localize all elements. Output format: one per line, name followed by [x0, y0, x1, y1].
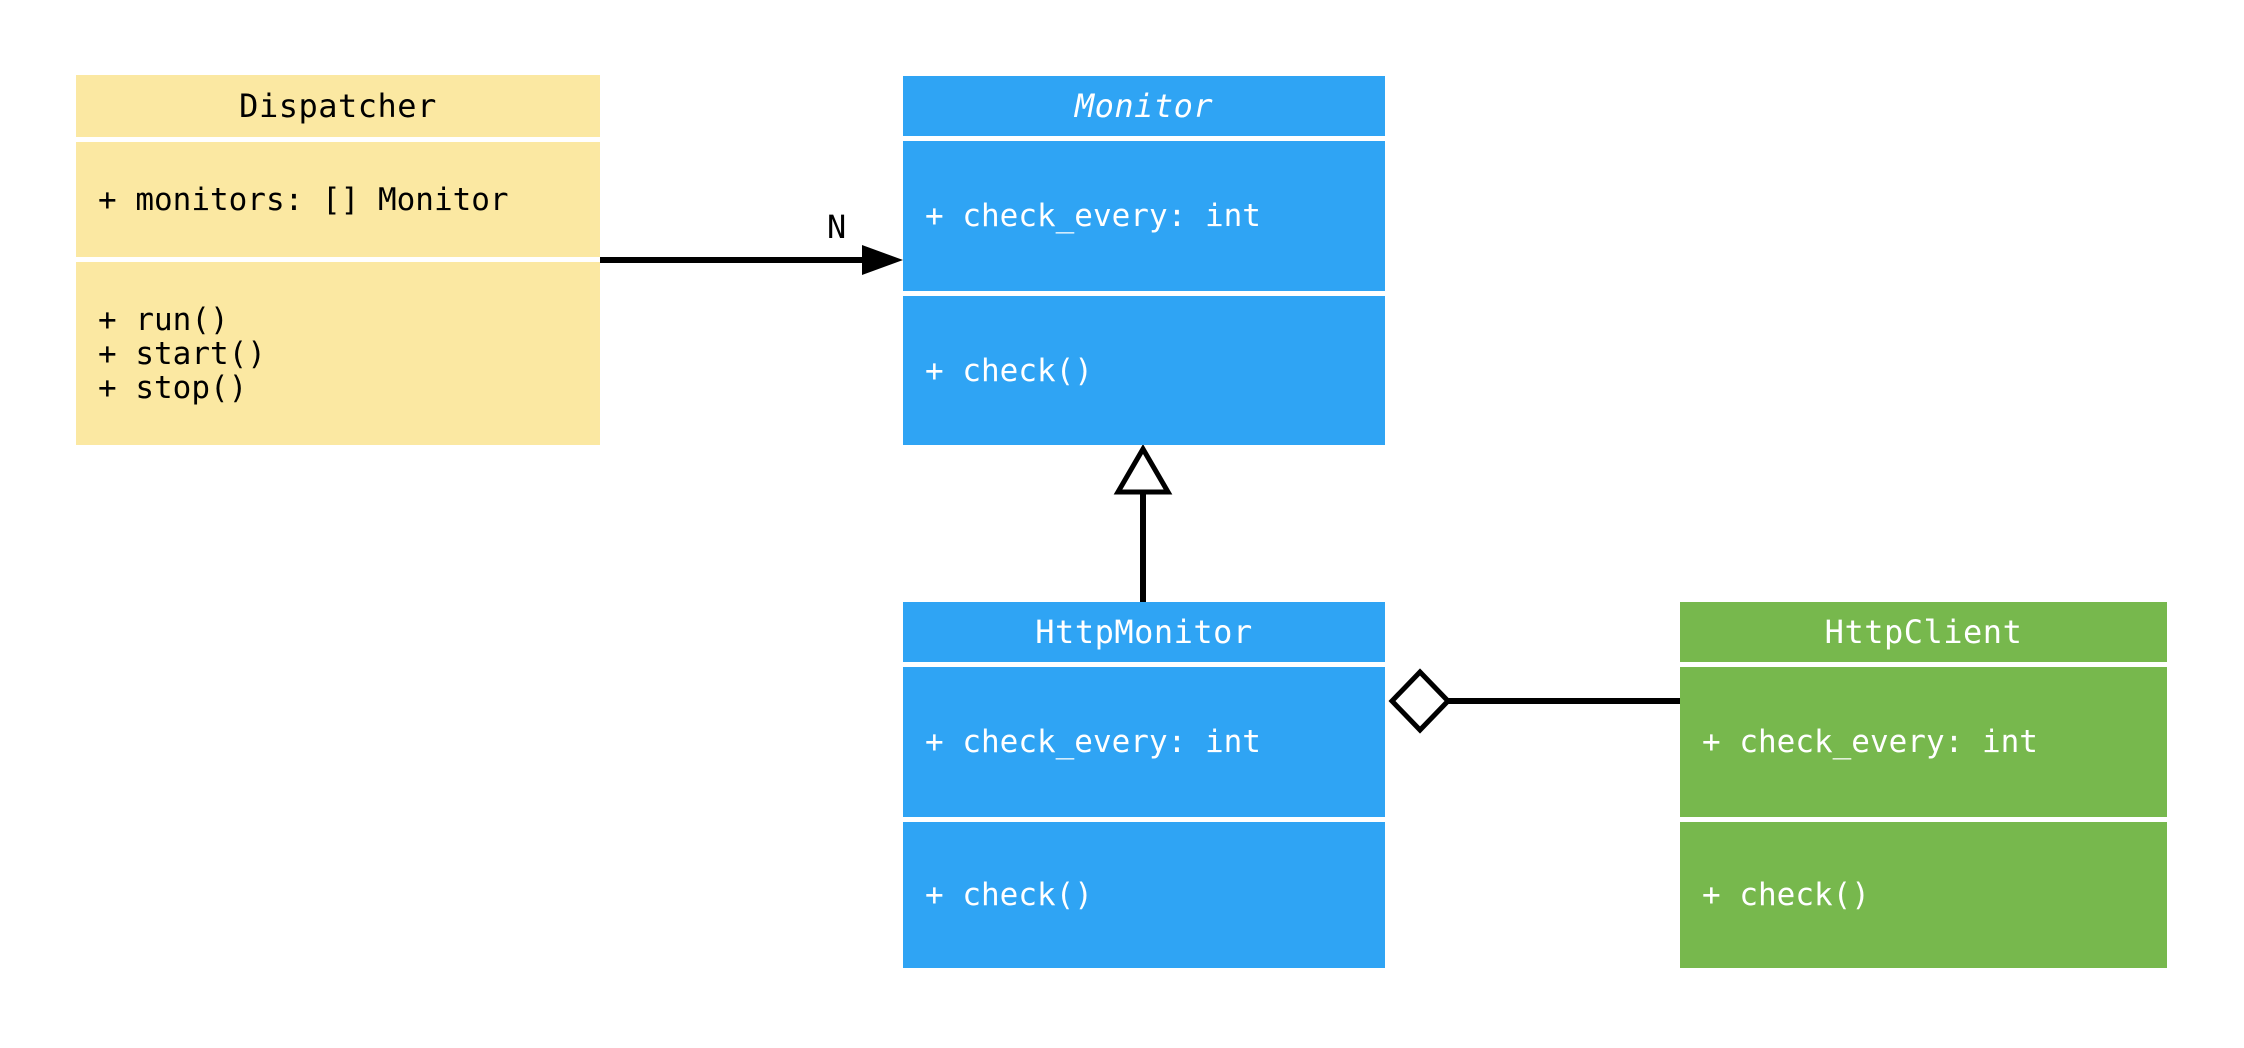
methods-compartment: + run() + start() + stop() [76, 262, 600, 445]
methods-compartment: + check() [1680, 822, 2167, 968]
association-arrow [600, 245, 903, 275]
methods-compartment: + check() [903, 822, 1385, 968]
attributes-compartment: + monitors: [] Monitor [76, 142, 600, 257]
methods-compartment: + check() [903, 296, 1385, 445]
class-title: HttpMonitor [903, 602, 1385, 662]
class-box-httpmonitor[interactable]: HttpMonitor + check_every: int + check() [903, 602, 1385, 968]
aggregation-connector [1388, 668, 1680, 734]
method-line: + check() [1702, 877, 1870, 913]
class-box-monitor[interactable]: Monitor + check_every: int + check() [903, 76, 1385, 445]
method-line: + run() [98, 301, 229, 338]
attribute-line: + check_every: int [925, 724, 1261, 760]
hollow-diamond-icon [1388, 668, 1452, 734]
method-line: + start() [98, 335, 266, 372]
attribute-line: + monitors: [] Monitor [98, 181, 509, 218]
attribute-line: + check_every: int [925, 198, 1261, 234]
attribute-line: + check_every: int [1702, 724, 2038, 760]
class-title: Monitor [903, 76, 1385, 136]
class-box-dispatcher[interactable]: Dispatcher + monitors: [] Monitor + run(… [76, 75, 600, 445]
class-title: Dispatcher [76, 75, 600, 137]
attributes-compartment: + check_every: int [903, 141, 1385, 291]
inheritance-arrow [1113, 444, 1173, 602]
method-line: + stop() [98, 369, 248, 406]
multiplicity-label: N [827, 208, 847, 246]
filled-arrowhead-icon [862, 245, 903, 275]
attributes-compartment: + check_every: int [1680, 667, 2167, 817]
class-box-httpclient[interactable]: HttpClient + check_every: int + check() [1680, 602, 2167, 968]
attributes-compartment: + check_every: int [903, 667, 1385, 817]
method-line: + check() [925, 352, 1093, 389]
hollow-triangle-icon [1113, 444, 1173, 495]
method-line: + check() [925, 877, 1093, 913]
class-title: HttpClient [1680, 602, 2167, 662]
